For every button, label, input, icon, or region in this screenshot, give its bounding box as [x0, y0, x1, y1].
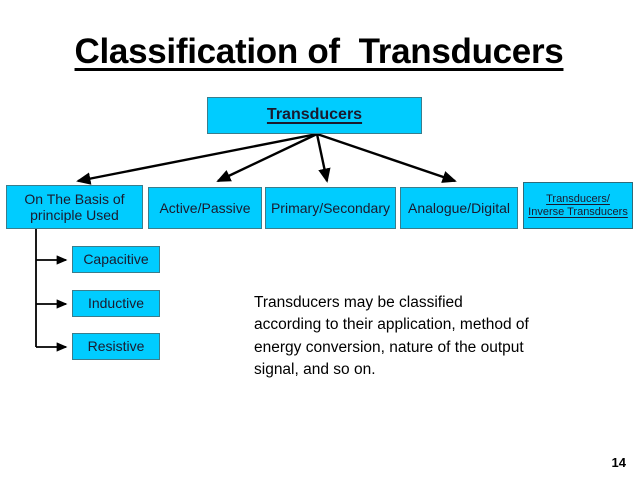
node-inverse-label-line2: Inverse Transducers	[528, 205, 628, 218]
node-resistive-label: Resistive	[87, 338, 145, 355]
node-basis-label-line2: principle Used	[30, 207, 119, 223]
body-paragraph: Transducers may be classified according …	[254, 294, 529, 379]
node-transducers-label: Transducers	[266, 106, 363, 124]
arrow-to-primary-secondary	[315, 133, 331, 183]
node-active-passive[interactable]: Active/Passive	[148, 187, 262, 229]
page-title-text: Classification of Transducers	[74, 32, 564, 71]
node-transducers-inverse-transducers[interactable]: Transducers/ Inverse Transducers	[523, 182, 633, 229]
node-basis-label-line1: On The Basis of	[24, 190, 125, 207]
principle-tree-group	[35, 229, 68, 352]
node-analogue-digital[interactable]: Analogue/Digital	[400, 187, 518, 229]
node-inverse-label-line1: Transducers/	[546, 192, 610, 205]
node-analogue-digital-label: Analogue/Digital	[408, 199, 510, 216]
arrow-to-basis	[76, 132, 318, 185]
node-basis-label: On The Basis of principle Used	[24, 191, 124, 223]
page-title: Classification of Transducers	[0, 34, 638, 69]
node-primary-secondary[interactable]: Primary/Secondary	[265, 187, 396, 229]
node-resistive[interactable]: Resistive	[72, 333, 160, 360]
arrow-to-analogue-digital	[316, 132, 457, 183]
arrow-to-active-passive	[216, 132, 318, 183]
node-transducers[interactable]: Transducers	[207, 97, 422, 134]
page-number: 14	[611, 455, 626, 470]
node-inductive[interactable]: Inductive	[72, 290, 160, 317]
fanout-arrow-group	[76, 132, 457, 185]
node-active-passive-label: Active/Passive	[159, 199, 251, 216]
node-capacitive-label: Capacitive	[83, 251, 149, 268]
node-inverse-label: Transducers/ Inverse Transducers	[528, 193, 628, 218]
node-primary-secondary-label: Primary/Secondary	[270, 199, 391, 216]
node-capacitive[interactable]: Capacitive	[72, 246, 160, 273]
node-on-the-basis-of-principle-used[interactable]: On The Basis of principle Used	[6, 185, 143, 229]
node-inductive-label: Inductive	[87, 295, 145, 312]
